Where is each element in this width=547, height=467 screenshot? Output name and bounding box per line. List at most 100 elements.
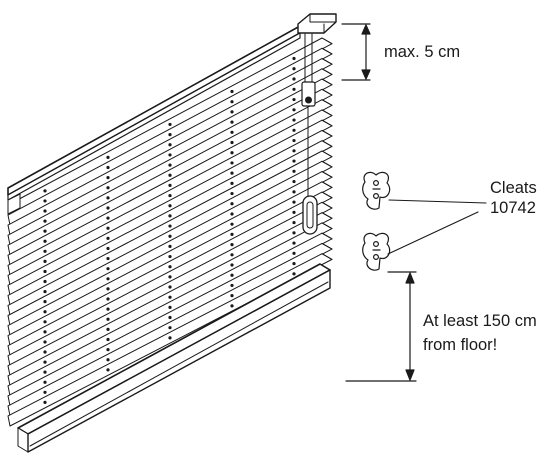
cord-hole [292,67,296,71]
cord-hole [230,191,234,196]
cord-hole [230,304,234,308]
pleat-edge [321,201,333,209]
cord-hole [106,256,110,261]
pleat-edge [321,37,333,45]
cord-hole [230,222,234,226]
cord-hole [230,294,234,298]
cord-hole [168,326,172,330]
cord-hole [168,315,172,320]
cord-hole [230,110,234,114]
cord-hole [106,246,110,251]
cord-hole [292,169,296,173]
cord-hole [230,202,234,206]
pleat-edge [321,232,333,240]
cord-hole [292,108,296,112]
cord-hole [43,320,47,324]
cord-hole [230,242,234,247]
pleat-edge [321,253,333,260]
cord-hole [106,176,110,180]
cord-hole [106,165,110,170]
cord-hole [43,189,47,193]
cord-hole [292,190,296,194]
max-distance-arrow [341,23,371,81]
cord-hole [230,89,234,94]
pleat-edge [321,88,333,96]
cord-hole [230,151,234,155]
pleat-edge [321,68,333,75]
pleat-edge [321,212,333,219]
cord-hole [230,100,234,104]
cord-hole [168,214,172,218]
cord-hole [230,140,234,145]
pleat-edge [321,242,333,250]
cord-hole [168,173,172,177]
mounting-bracket [297,13,337,34]
pleat-edge [321,47,333,55]
cord-hole [292,261,296,266]
cord-hole [168,265,172,269]
cord-hole [43,289,47,294]
cord-hole [43,350,47,354]
pleat-edge [321,222,333,230]
cord-hole [168,295,172,299]
cord-hole [230,212,234,216]
cord-hole [106,155,110,159]
cord-hole [292,138,296,143]
cord-hole [230,120,234,124]
cleats-leader-lines [387,199,487,255]
cord-hole [168,153,172,157]
cord-hole [43,300,47,304]
cord-hole [43,360,47,364]
pleated-fabric [7,37,333,427]
cord-hole [292,179,296,184]
cleat-upper [362,171,391,210]
cord-hole [43,269,47,274]
floor-height-label: At least 150 cm [423,312,537,330]
cord-hole [230,161,234,165]
cord-hole [230,181,234,185]
cord-hole [43,249,47,253]
floor-height-arrow [345,271,417,382]
head-rail [7,25,301,215]
cord-hole [168,244,172,248]
cord-hole [230,171,234,175]
cord-hole [106,287,110,291]
pleat-edge [321,160,333,168]
bottom-rail [17,263,331,453]
cord-holes [43,56,296,404]
cord-hole [168,163,172,167]
pleat-edge [321,140,333,147]
cord-hole [106,317,110,321]
cord-hole [43,340,47,344]
cord-hole [43,380,47,384]
cord-hole [106,358,110,362]
cord-hole [43,310,47,314]
pleat-edge [321,181,333,188]
cord-hole [106,186,110,190]
cleat-lower [362,232,391,271]
cord-hole [168,183,172,188]
cord-hole [43,239,47,243]
cord-hole [292,220,296,225]
cord-hole [43,330,47,334]
cord-hole [43,209,47,213]
cord-hole [43,370,47,374]
cord-hole [168,305,172,309]
cord-hole [230,263,234,267]
cord-hole [106,337,110,342]
cord-hole [230,253,234,257]
cord-hole [292,149,296,153]
cord-hole [106,277,110,281]
cord-hole [106,226,110,230]
pleat-edge [321,99,333,106]
cord-hole [292,77,296,81]
cord-hole [106,236,110,240]
cord-hole [106,267,110,271]
cord-hole [106,216,110,220]
pleat-edge [321,119,333,127]
tension-cord [301,33,318,235]
cord-hole [43,259,47,263]
cord-hole [292,159,296,163]
